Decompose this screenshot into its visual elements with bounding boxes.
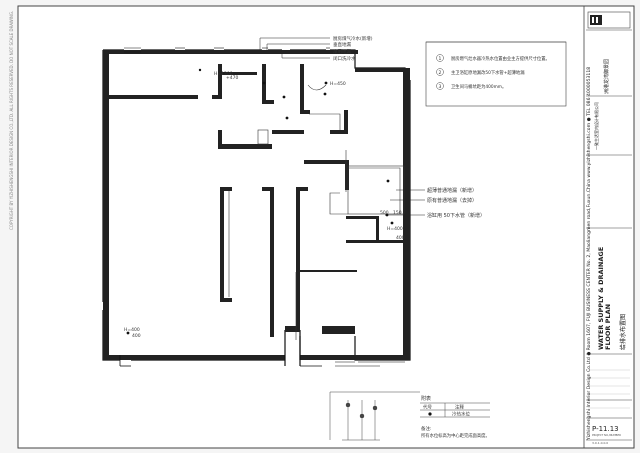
callout-right-1: 超薄普通地漏（新增） [427,187,477,194]
floor-plan [102,47,411,367]
legend-table: 附表 代号 注释 冷热水位 备注: 所有水位标高为中心距完成面高度。 [420,395,490,439]
drawing-date: 3.0.1.0.0.0 [592,441,608,445]
note-text-3: 卫生间马桶坑距为400mm。 [451,83,506,90]
callouts-right: 超薄普通地漏（新增） 原有普通地漏（去掉） 浴缸用 50下水管（新增） [427,187,485,219]
project-no-label: PROJECT NO./NUMBER [592,433,621,437]
callout-right-3: 浴缸用 50下水管（新增） [427,212,485,219]
dim-h1300: H=1300 [214,71,233,77]
leader-lines [259,37,425,216]
project-name-vertical: 洲港龙湾御景园 [604,58,610,94]
dim-h470: +470 [226,75,238,81]
plan-dimensions: H=1300 +470 H=450 H=400 400 H=400 400 50… [124,71,405,339]
drawing-title-cn: 给排水布置图 [620,313,627,350]
company-address-vertical: Yizhishengshi Interior Design Co.Ltd ● R… [587,66,592,440]
copyright-vertical: COPYRIGHT BY YIZHISHENGSHI INTERIOR DESI… [9,10,14,230]
note-num-1: 1 [439,56,442,62]
legend-remark-text: 所有水位标高为中心距完成面高度。 [421,432,490,439]
note-text-2: 主卫浴缸原地漏改50下水管+超薄地漏 [451,69,525,76]
dim-h400d: 400 [132,333,141,339]
dim-h400b: 400 [396,235,405,241]
callout-top-4: 闭口洗冷水 [333,55,356,62]
note-text-1: 厨房燃气灶水器冷热水位置由业主方提供尺寸位置。 [451,55,550,62]
callout-top-1: 厨房煤气冷水(新增) [333,35,373,42]
callout-top-3: 净用地漏 [333,48,351,55]
callout-right-2: 原有普通地漏（去掉） [427,197,477,204]
company-name-vertical: 一致生活室内设计有限公司 [594,102,599,150]
section-marker [329,391,420,441]
fixture-lines [228,84,405,340]
legend-symbol [428,412,432,416]
drawing-title-en: WATER SUPPLY & DRAINAGE FLOOR PLAN [597,246,612,350]
water-points [126,68,394,335]
callout-top-2: 垂直地漏 [333,41,351,48]
note-num-3: 3 [439,84,442,90]
title-block: P-11.13 PROJECT NO./NUMBER 3.0.1.0.0.0 [586,11,632,445]
note-num-2: 2 [439,70,442,76]
callouts-top: 厨房煤气冷水(新增) 垂直地漏 净用地漏 闭口洗冷水 [333,35,373,62]
drawing-number: P-11.13 [592,425,619,433]
dim-h400a: H=400 [387,226,403,232]
legend-title: 附表 [421,395,431,402]
notes-panel: 1 2 3 厨房燃气灶水器冷热水位置由业主方提供尺寸位置。 主卫浴缸原地漏改50… [425,41,567,107]
dim-b: 150 [393,210,402,216]
legend-col1: 代号 [423,404,432,411]
legend-col2: 注释 [455,404,464,411]
dim-h450: H=450 [330,81,346,87]
dim-h400c: H=400 [124,327,140,333]
legend-row-desc: 冷热水位 [452,411,470,418]
dim-a: 500 [380,210,389,216]
legend-remark-label: 备注: [421,425,432,432]
